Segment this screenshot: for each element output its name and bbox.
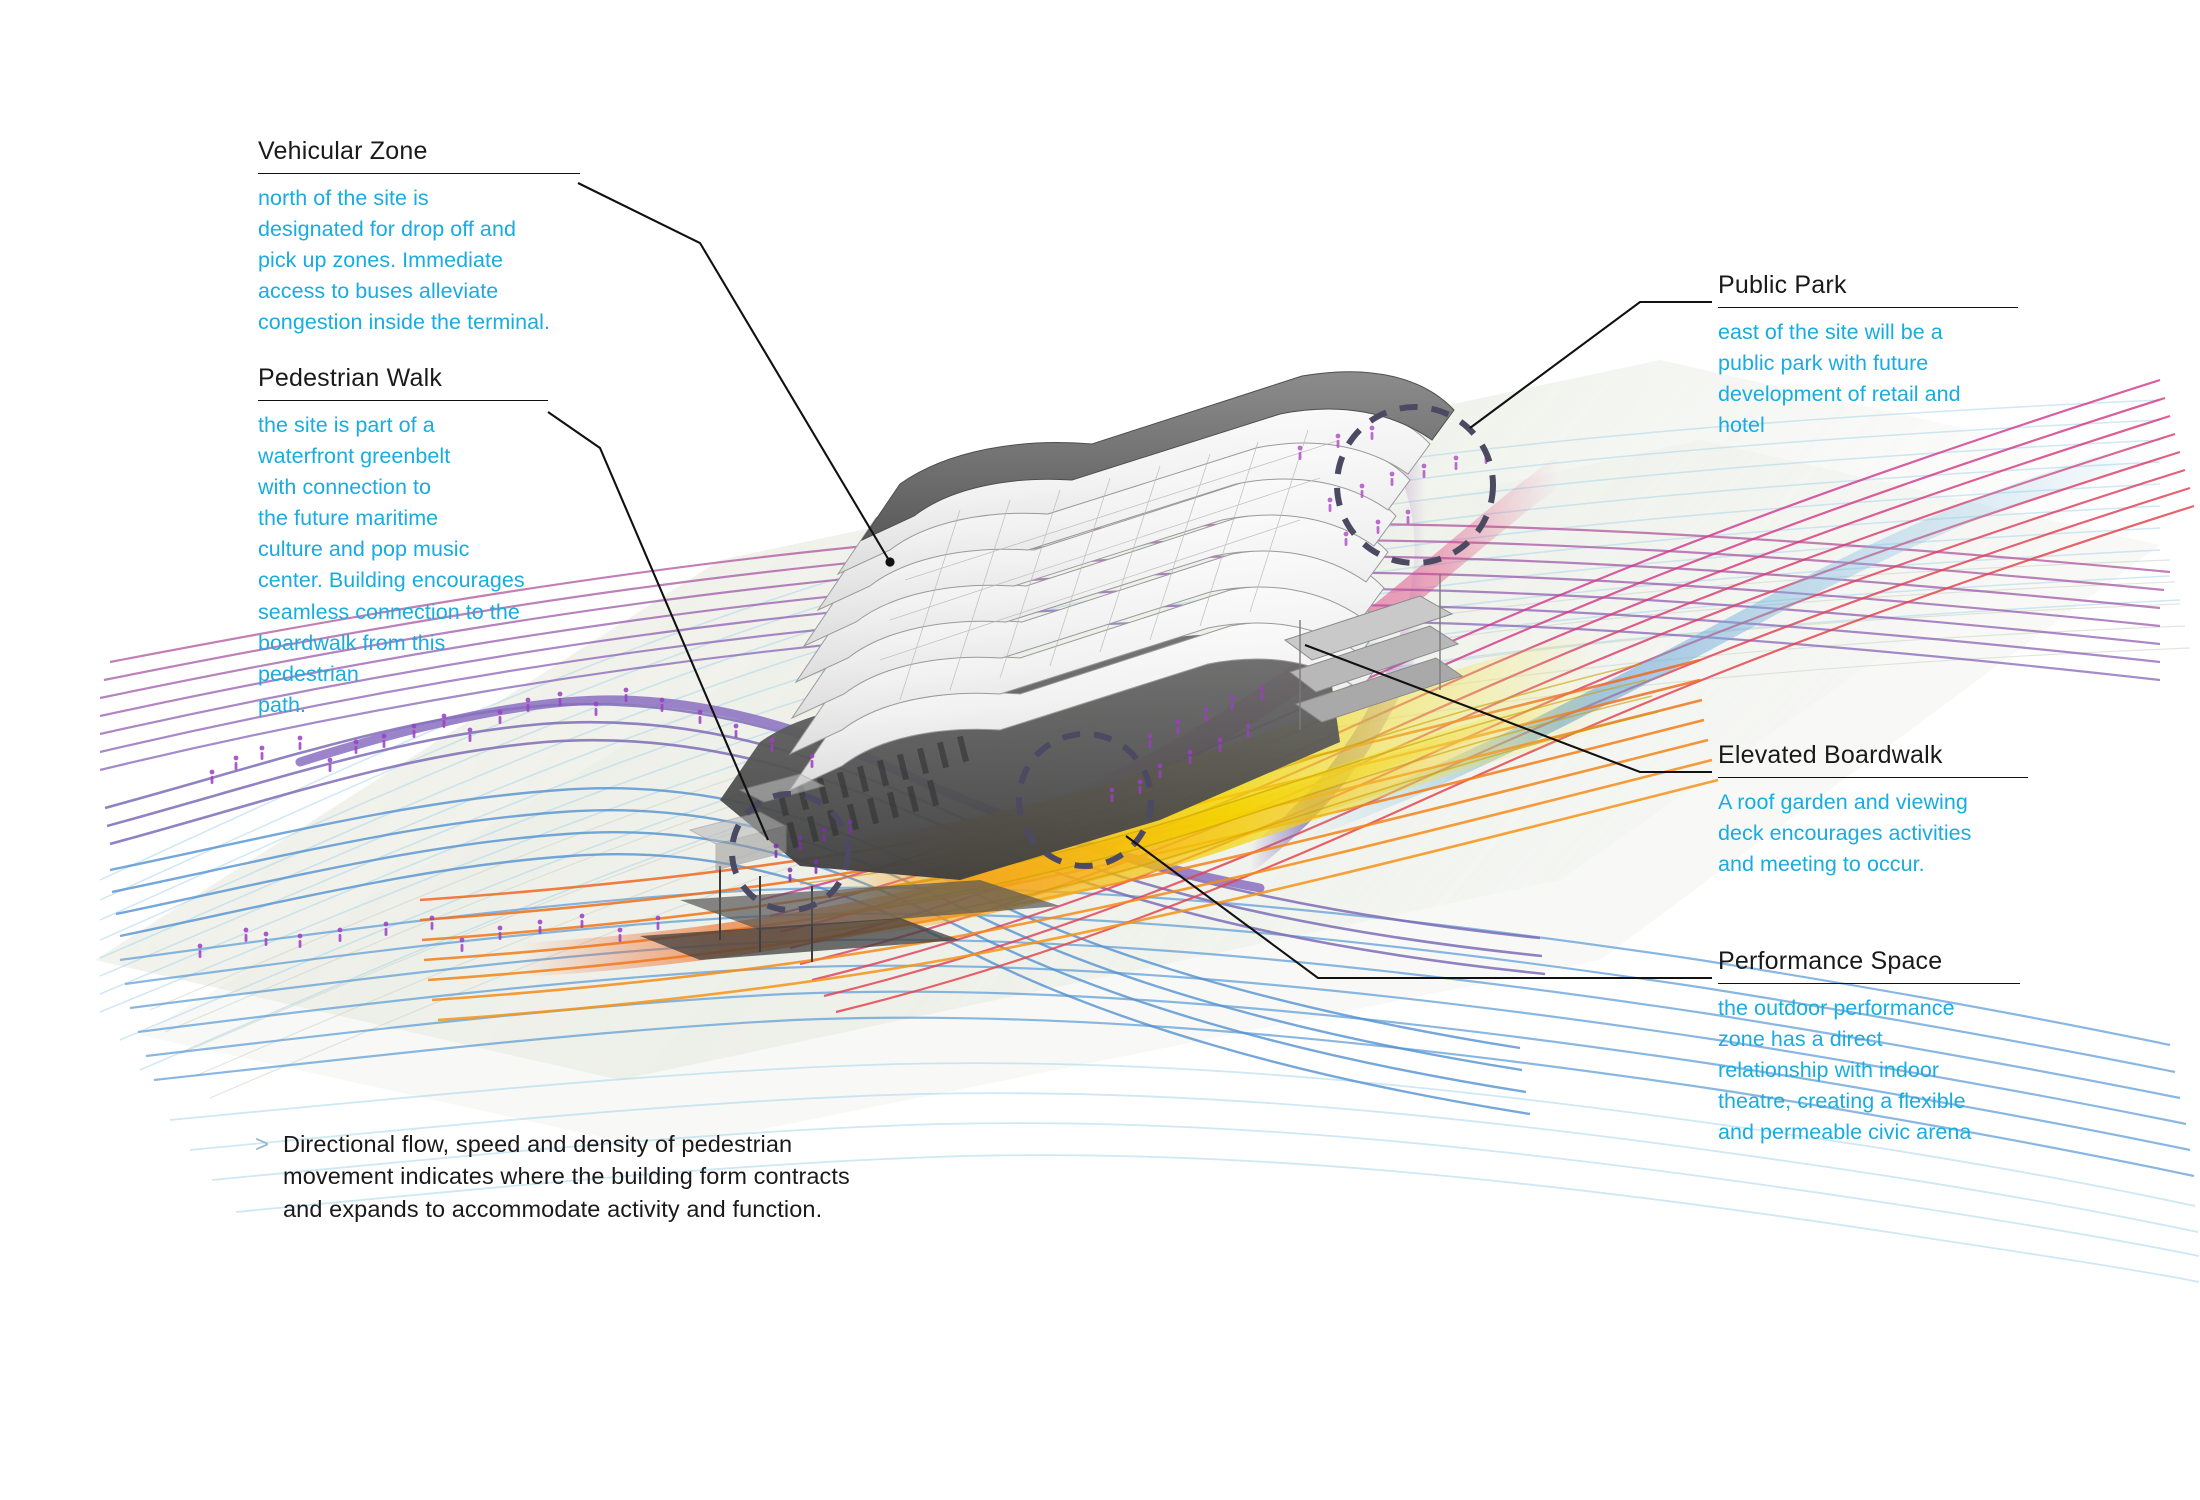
annotation-title: Elevated Boardwalk [1718, 741, 1943, 769]
annotation-line: seamless connection to the [258, 599, 520, 624]
annotation-line: the site is part of a [258, 412, 435, 437]
annotation-rule [258, 172, 580, 174]
vehicular-zone-leader-dot [885, 557, 895, 567]
annotation-line: congestion inside the terminal. [258, 310, 550, 335]
caption-text: Directional flow, speed and density of p… [283, 1128, 850, 1225]
annotation-line: A roof garden and viewing [1718, 789, 1968, 814]
annotation-line: deck encourages activities [1718, 820, 1972, 845]
annotation-title: Pedestrian Walk [258, 364, 443, 392]
annotation-body: A roof garden and viewing deck encourage… [1718, 778, 2028, 881]
figure-caption: > Directional flow, speed and density of… [255, 1128, 995, 1225]
performance-space-leader [1125, 835, 1712, 980]
public-park-highlight-circle [1334, 404, 1496, 566]
annotation-line: boardwalk from this pedestrian [258, 630, 446, 686]
annotation-performance-space: Performance Space the outdoor performanc… [1718, 947, 2020, 1149]
annotation-line: east of the site will be a [1718, 319, 1943, 344]
annotation-line: and meeting to occur. [1718, 851, 1925, 876]
vehicular-zone-leader [577, 182, 891, 563]
performance-space-highlight-circle [1016, 731, 1154, 869]
annotation-line: public park with future [1718, 350, 1929, 375]
annotation-line: theatre, creating a flexible [1718, 1089, 1966, 1114]
annotation-line: culture and pop music [258, 537, 470, 562]
annotation-line: designated for drop off and [258, 216, 516, 241]
annotation-rule [258, 399, 548, 401]
annotation-line: zone has a direct [1718, 1026, 1883, 1051]
terminal-building [640, 371, 1464, 962]
annotation-line: north of the site is [258, 185, 429, 210]
annotation-title: Vehicular Zone [258, 137, 428, 165]
pedestrian-figures [197, 425, 1489, 958]
annotation-line: pick up zones. Immediate [258, 247, 503, 272]
annotation-title: Public Park [1718, 271, 1847, 299]
caption-line: movement indicates where the building fo… [283, 1163, 850, 1190]
pedestrian-walk-highlight-circle [729, 791, 851, 913]
flow-band-blue-far [169, 1062, 2200, 1283]
annotation-rule [1718, 306, 2018, 308]
annotation-public-park: Public Park east of the site will be a p… [1718, 271, 2018, 442]
annotation-line: relationship with indoor [1718, 1057, 1940, 1082]
annotation-line: and permeable civic arena [1718, 1120, 1972, 1145]
annotation-rule [1718, 776, 2028, 778]
elevated-boardwalk-deck [1283, 574, 1464, 730]
highlight-circles [729, 404, 1496, 913]
annotation-rule [1718, 982, 2020, 984]
caption-chevron-icon: > [255, 1131, 270, 1158]
elevated-boardwalk-leader [1304, 644, 1712, 774]
leader-lines [547, 182, 1712, 980]
annotation-line: with connection to [258, 474, 432, 499]
annotation-body: north of the site is designated for drop… [258, 174, 580, 339]
annotation-line: waterfront greenbelt [258, 443, 451, 468]
annotation-line: path. [258, 693, 307, 718]
building-glazing-grid [879, 429, 1341, 701]
caption-line: Directional flow, speed and density of p… [283, 1131, 793, 1157]
annotation-elevated-boardwalk: Elevated Boardwalk A roof garden and vie… [1718, 741, 2028, 881]
annotation-body: the site is part of a waterfront greenbe… [258, 401, 548, 722]
annotation-body: the outdoor performance zone has a direc… [1718, 984, 2020, 1149]
annotation-line: access to buses alleviate [258, 279, 499, 304]
annotation-title: Performance Space [1718, 947, 1943, 975]
annotation-line: development of retail and [1718, 381, 1961, 406]
caption-line: and expands to accommodate activity and … [283, 1195, 823, 1222]
annotation-vehicular-zone: Vehicular Zone north of the site is desi… [258, 137, 580, 339]
annotation-line: the outdoor performance [1718, 995, 1955, 1020]
annotation-pedestrian-walk: Pedestrian Walk the site is part of a wa… [258, 364, 548, 722]
annotation-body: east of the site will be a public park w… [1718, 308, 2018, 442]
annotation-line: the future maritime [258, 506, 439, 531]
public-park-leader [1469, 300, 1712, 429]
annotation-line: center. Building encourages [258, 568, 525, 593]
annotation-line: hotel [1718, 413, 1765, 438]
pedestrian-walk-leader [547, 411, 769, 841]
